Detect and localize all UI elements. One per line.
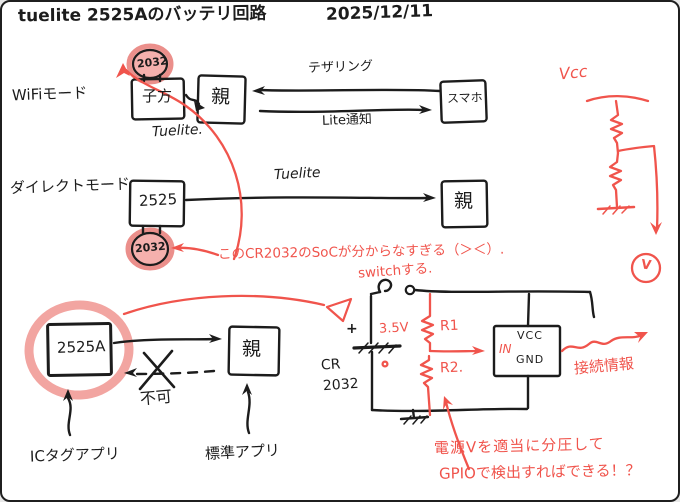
circuit-top-wire-bend	[588, 290, 596, 319]
direct-coin-outline	[130, 231, 170, 267]
r1-label: R1	[439, 317, 459, 335]
wifi-device-label: 子方	[142, 87, 173, 105]
chip-vcc-stub	[526, 292, 531, 328]
app-back-arrowhead	[124, 368, 137, 377]
note-to-r2-arrow-line	[444, 400, 471, 471]
lite-label: Lite通知	[321, 112, 373, 129]
left-app-label: ICタグアプリ	[29, 444, 121, 466]
lite-arrowhead	[419, 105, 432, 114]
divider-lower-resistor	[608, 151, 623, 209]
app-forward-arrowhead	[209, 334, 222, 343]
app-parent-label: 親	[242, 338, 262, 360]
direct-coin-highlight	[125, 227, 175, 271]
device-to-circuit-triangle	[325, 297, 353, 323]
divider-upper-resistor	[609, 99, 624, 155]
battery-dot-mark	[381, 360, 389, 368]
switch-lead	[369, 290, 382, 296]
device-2525a-highlight	[24, 300, 134, 400]
pink-highlights	[24, 43, 175, 400]
battery-hatching	[358, 342, 397, 354]
switch-contact	[404, 284, 416, 296]
direct-arrow-label: Tuelite	[273, 164, 321, 184]
wifi-coin-highlight	[126, 43, 174, 85]
vcc-rail	[585, 94, 650, 103]
device-to-circuit-curve	[122, 294, 326, 316]
battery-plus-sign: +	[346, 321, 358, 337]
wifi-squiggle-arrowhead	[194, 101, 205, 111]
chip-to-meter-squiggle	[560, 333, 644, 353]
chip-in-label: IN	[499, 342, 512, 356]
note-to-r2-arrowhead	[443, 396, 453, 410]
right-app-arrowhead	[242, 383, 252, 395]
left-app-arrow-line	[66, 396, 72, 437]
phone-label: スマホ	[446, 90, 483, 106]
lite-arrow-line	[258, 108, 426, 114]
page-title: tuelite 2525Aのバッテリ回路	[17, 3, 267, 27]
circuit-top-wire	[413, 288, 592, 294]
direct-device-box	[128, 179, 186, 228]
left-app-arrowhead	[63, 389, 73, 401]
direct-arrowhead	[423, 193, 436, 202]
r2-label: R2.	[439, 359, 464, 377]
circuit-ground-hatching	[403, 415, 428, 425]
chip-box	[492, 324, 562, 378]
tap-to-in-arrowhead	[472, 346, 485, 355]
wifi-phone-box	[439, 79, 488, 124]
red-arrowheads	[116, 63, 662, 410]
squiggle-arrowhead	[634, 332, 648, 343]
app-device-label: 2525A	[56, 337, 106, 357]
right-app-arrow-line	[246, 390, 251, 435]
battery-name-line2: 2032	[322, 375, 360, 395]
divider-tap-wire	[616, 144, 659, 231]
voltmeter-circle	[630, 252, 662, 284]
black-arrowheads	[63, 86, 436, 401]
chip-gnd-label: GND	[516, 353, 545, 366]
voltmeter-label: V	[640, 257, 653, 274]
circuit-ground	[399, 408, 430, 421]
direct-arrow-line	[184, 196, 430, 202]
switch-lever	[377, 278, 393, 294]
direct-device-label: 2525	[138, 190, 178, 210]
tethering-label: テザリング	[307, 58, 374, 77]
app-back-dashed-line	[130, 369, 216, 376]
direct-coin-arrowhead	[171, 243, 184, 252]
r2-resistor	[419, 354, 434, 417]
cross-out-x	[138, 349, 176, 391]
direct-coin-label: 2032	[134, 239, 167, 256]
wifi-coin-arrowhead	[116, 63, 130, 78]
tethering-arrow-line	[258, 88, 442, 93]
battery-plate	[352, 344, 402, 350]
battery-voltage: 3.5V	[378, 320, 409, 337]
date: 2025/12/11	[325, 1, 434, 25]
chip-vcc-label: VCC	[517, 329, 543, 342]
divider-tap-arrowhead	[650, 222, 662, 235]
wifi-parent-label: 親	[210, 85, 231, 109]
ng-label: 不可	[139, 386, 173, 409]
r1-resistor	[420, 292, 435, 353]
battery-name-line1: CR	[320, 356, 342, 374]
circuit-bottom-wire	[370, 407, 529, 413]
divider-ground-hatching	[602, 205, 630, 215]
direct-parent-box	[440, 179, 489, 229]
app-forward-arrow-line	[112, 337, 216, 345]
wifi-device-caption: Tuelite.	[151, 121, 204, 141]
wifi-mode-label: WiFiモード	[11, 83, 88, 105]
app-parent-box	[227, 325, 281, 377]
divider-note-line2: GPIOで検出すればできる！？	[438, 461, 641, 483]
app-device-box	[46, 321, 113, 378]
wifi-device-box	[130, 77, 186, 121]
vcc-label: Vcc	[557, 61, 589, 84]
note-to-wifi-coin-curve	[124, 68, 243, 261]
wifi-device-to-parent-arrow	[184, 93, 201, 106]
direct-coin-legs	[141, 224, 162, 235]
tethering-arrowhead	[252, 86, 265, 95]
black-ink	[46, 48, 596, 437]
direct-parent-label: 親	[454, 190, 474, 212]
wifi-parent-box	[196, 74, 247, 125]
